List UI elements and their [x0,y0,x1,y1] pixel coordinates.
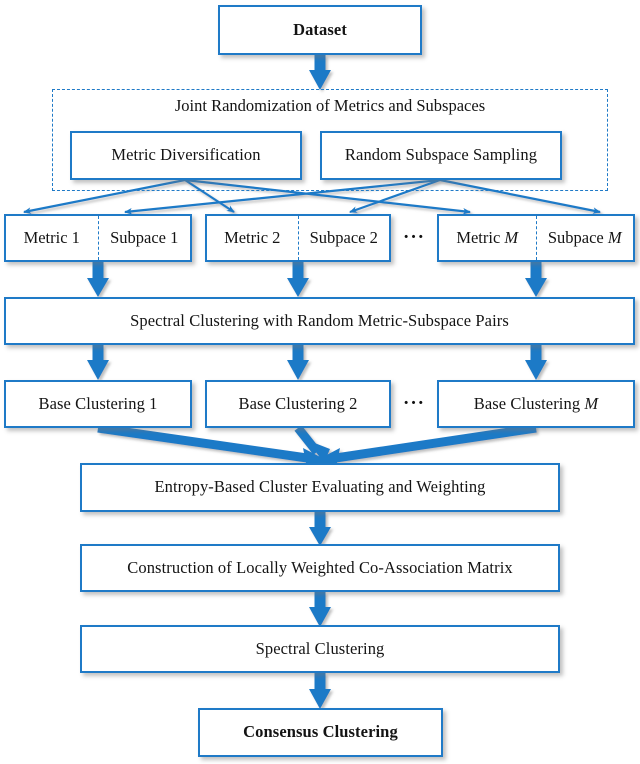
arrow-pairm-to-spectral [525,262,547,297]
group-joint-randomization-title: Joint Randomization of Metrics and Subsp… [52,96,608,116]
node-random-subspace-sampling[interactable]: Random Subspace Sampling [320,131,562,180]
node-base-clustering-m[interactable]: Base Clustering M [437,380,635,428]
node-pair-2-metric: Metric 2 [207,216,299,260]
node-base-clustering-m-label: Base Clustering M [473,393,599,413]
node-spectral-random-pairs-label: Spectral Clustering with Random Metric-S… [130,310,509,330]
node-spectral-clustering[interactable]: Spectral Clustering [80,625,560,673]
group-joint-randomization [52,89,608,191]
arrow-spectral-to-basem [525,345,547,380]
node-pair-m-metric: Metric M [439,216,537,260]
node-metric-diversification[interactable]: Metric Diversification [70,131,302,180]
arrow-dataset-to-group [309,55,331,90]
node-dataset-label: Dataset [293,19,347,39]
node-random-subspace-sampling-label: Random Subspace Sampling [344,145,538,165]
node-consensus-clustering[interactable]: Consensus Clustering [198,708,443,757]
node-base-clustering-1[interactable]: Base Clustering 1 [4,380,192,428]
node-entropy-weighting[interactable]: Entropy-Based Cluster Evaluating and Wei… [80,463,560,512]
node-pair-2[interactable]: Metric 2 Subpace 2 [205,214,391,262]
pairs-ellipsis: ··· [403,227,425,249]
node-spectral-clustering-label: Spectral Clustering [255,638,385,658]
base-ellipsis-text: ··· [403,393,426,414]
arrow-entropy-to-coassociation [309,512,331,546]
node-base-clustering-1-label: Base Clustering 1 [38,393,158,413]
node-pair-1-metric: Metric 1 [6,216,99,260]
node-consensus-clustering-label: Consensus Clustering [243,722,398,742]
node-pair-1[interactable]: Metric 1 Subpace 1 [4,214,192,262]
node-pair-1-subspace: Subpace 1 [110,228,179,247]
node-co-association-label: Construction of Locally Weighted Co-Asso… [127,557,513,577]
node-pair-m-subspace-text: Subpace M [547,228,622,247]
node-co-association[interactable]: Construction of Locally Weighted Co-Asso… [80,544,560,592]
pairs-ellipsis-text: ··· [403,227,426,248]
group-title-text: Joint Randomization of Metrics and Subsp… [174,96,486,115]
arrow-spectral-to-base2 [287,345,309,380]
node-base-clustering-2[interactable]: Base Clustering 2 [205,380,391,428]
arrow-pair2-to-spectral [287,262,309,297]
arrow-pair1-to-spectral [87,262,109,297]
node-base-clustering-2-label: Base Clustering 2 [238,393,358,413]
arrow-coassociation-to-spectral [309,592,331,627]
arrow-spectral-to-consensus [309,673,331,709]
base-ellipsis: ··· [403,393,425,415]
node-pair-m[interactable]: Metric M Subpace M [437,214,635,262]
node-entropy-weighting-label: Entropy-Based Cluster Evaluating and Wei… [154,477,486,497]
node-pair-m-subspace: Subpace M [537,216,634,260]
node-spectral-random-pairs[interactable]: Spectral Clustering with Random Metric-S… [4,297,635,345]
node-pair-m-metric-text: Metric M [456,228,519,247]
node-metric-diversification-label: Metric Diversification [111,145,261,165]
arrow-fan-metric-diversification [23,178,471,215]
node-dataset[interactable]: Dataset [218,5,422,55]
arrow-spectral-to-base1 [87,345,109,380]
arrow-basem-to-entropy [313,423,537,468]
node-pair-2-subspace: Subpace 2 [309,228,378,247]
arrow-base1-to-entropy [97,423,330,468]
arrow-fan-random-subspace [124,178,601,215]
